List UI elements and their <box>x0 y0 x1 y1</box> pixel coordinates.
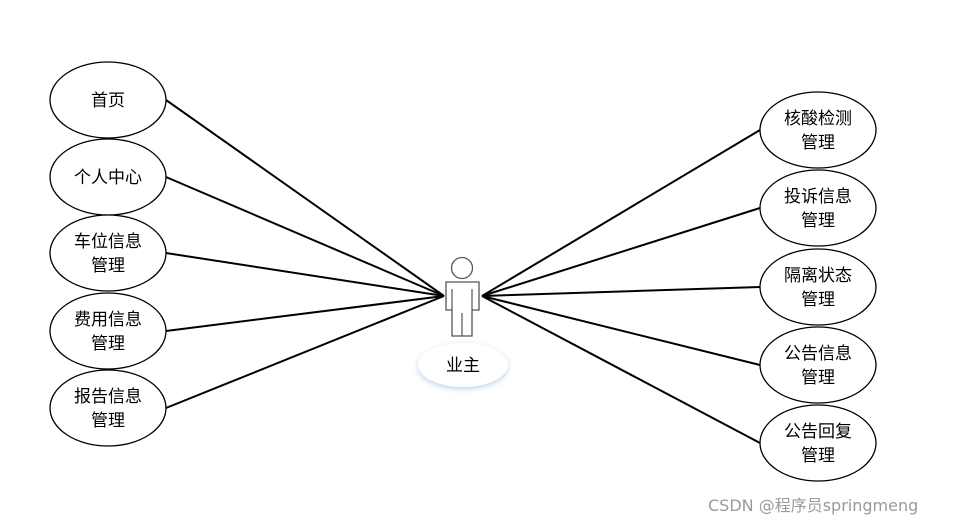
right-use-case-ellipse-4 <box>759 326 877 404</box>
left-use-case-label-4-1: 费用信息 <box>74 310 142 330</box>
right-association-line-1 <box>481 129 761 297</box>
left-use-case-ellipse-3 <box>49 214 167 292</box>
right-use-case-ellipse-1 <box>759 91 877 169</box>
left-use-case-ellipse-1 <box>49 61 167 139</box>
right-use-case-label-4-1: 公告信息 <box>784 344 852 364</box>
actor-head <box>450 256 474 280</box>
right-use-case-ellipse-2 <box>759 169 877 247</box>
left-association-line-4 <box>165 295 445 332</box>
left-use-case-ellipse-4 <box>49 292 167 370</box>
watermark: CSDN @程序员springmeng <box>708 496 919 515</box>
actor-body <box>445 281 480 337</box>
left-association-line-2 <box>165 176 445 297</box>
right-use-case-ellipse-5 <box>759 404 877 482</box>
right-association-line-3 <box>481 286 761 297</box>
actor-figure <box>445 256 480 337</box>
right-use-case-ellipse-3 <box>759 248 877 326</box>
right-use-case-label-3-1: 隔离状态 <box>784 266 852 286</box>
right-association-line-5 <box>481 295 761 444</box>
left-association-line-5 <box>165 295 445 409</box>
left-use-case-label-1-1: 首页 <box>91 91 125 111</box>
left-association-line-3 <box>165 252 445 297</box>
right-use-case-label-3-2: 管理 <box>801 290 835 310</box>
right-use-case-label-5-2: 管理 <box>801 446 835 466</box>
actor-label-ellipse <box>418 343 508 387</box>
left-use-case-label-4-2: 管理 <box>91 334 125 354</box>
right-use-case-label-1-1: 核酸检测 <box>784 109 852 129</box>
right-association-line-4 <box>481 295 761 366</box>
right-use-case-label-4-2: 管理 <box>801 368 835 388</box>
association-lines <box>165 99 761 444</box>
left-association-line-1 <box>165 99 445 297</box>
right-association-line-2 <box>481 207 761 297</box>
right-use-case-label-5-1: 公告回复 <box>784 422 852 442</box>
right-use-case-label-2-1: 投诉信息 <box>784 187 852 207</box>
left-use-case-label-5-2: 管理 <box>91 411 125 431</box>
left-use-case-label-3-1: 车位信息 <box>74 232 142 252</box>
right-use-case-label-1-2: 管理 <box>801 133 835 153</box>
left-use-case-ellipse-5 <box>49 369 167 447</box>
left-use-case-label-3-2: 管理 <box>91 256 125 276</box>
right-use-case-label-2-2: 管理 <box>801 211 835 231</box>
actor-label: 业主 <box>446 356 480 376</box>
left-use-case-label-2-1: 个人中心 <box>74 168 142 188</box>
left-use-case-label-5-1: 报告信息 <box>74 387 142 407</box>
actor-label-group: 业主 <box>418 343 508 387</box>
